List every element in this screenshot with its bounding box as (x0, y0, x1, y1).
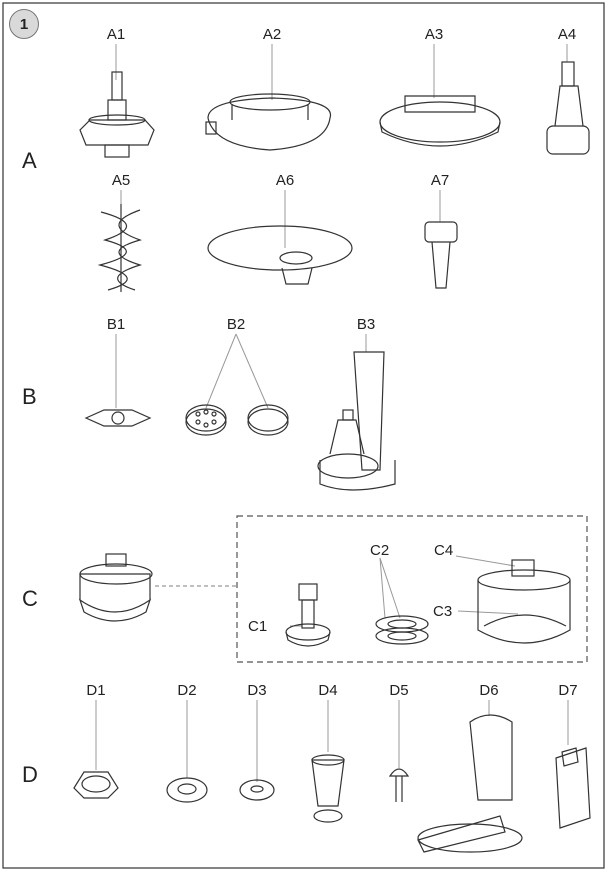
label-a6: A6 (275, 172, 295, 189)
label-d5: D5 (389, 682, 409, 699)
part-d5-pin (388, 768, 410, 802)
part-a5-auger (97, 204, 143, 292)
part-d7-pusher (555, 747, 591, 829)
part-a6-feed-tray (207, 225, 353, 285)
label-d4: D4 (318, 682, 338, 699)
label-c3: C3 (433, 603, 453, 620)
label-a3: A3 (424, 26, 444, 43)
label-d3: D3 (247, 682, 267, 699)
part-a1-drive-shaft (79, 71, 155, 158)
part-d2-ring (166, 777, 208, 803)
label-c4: C4 (434, 542, 454, 559)
section-label-d: D (22, 762, 38, 787)
part-b3-mincer-body (317, 351, 396, 491)
part-a4-coupling (546, 61, 590, 155)
label-a2: A2 (262, 26, 282, 43)
label-d7: D7 (558, 682, 578, 699)
label-a5: A5 (111, 172, 131, 189)
part-a2-gear-housing (205, 93, 332, 151)
label-b2: B2 (226, 316, 246, 333)
label-d1: D1 (86, 682, 106, 699)
part-d4-strainer (311, 754, 345, 823)
label-a1: A1 (106, 26, 126, 43)
part-c2-seals (375, 615, 429, 645)
part-c3-c4-housing (477, 559, 571, 644)
label-b3: B3 (356, 316, 376, 333)
label-d2: D2 (177, 682, 197, 699)
label-a4: A4 (557, 26, 577, 43)
part-b2-mincing-discs (185, 404, 289, 436)
part-b1-ring-nut (84, 409, 152, 427)
part-d6-juicer-body (417, 714, 523, 853)
label-d6: D6 (479, 682, 499, 699)
part-d1-cap (73, 771, 119, 799)
part-c-assembly (78, 553, 153, 622)
part-a7-nozzle (424, 221, 458, 289)
label-b1: B1 (106, 316, 126, 333)
section-label-b: B (22, 384, 37, 409)
label-c2: C2 (370, 542, 390, 559)
part-c1-shaft (285, 583, 331, 647)
part-a3-lid (379, 95, 501, 147)
c-detail-box (236, 515, 588, 663)
part-d3-washer (239, 779, 275, 801)
label-a7: A7 (430, 172, 450, 189)
section-label-c: C (22, 586, 38, 611)
label-c1: C1 (248, 618, 268, 635)
figure-number-badge: 1 (9, 9, 39, 39)
section-label-a: A (22, 148, 37, 173)
leader-lines (95, 44, 569, 782)
